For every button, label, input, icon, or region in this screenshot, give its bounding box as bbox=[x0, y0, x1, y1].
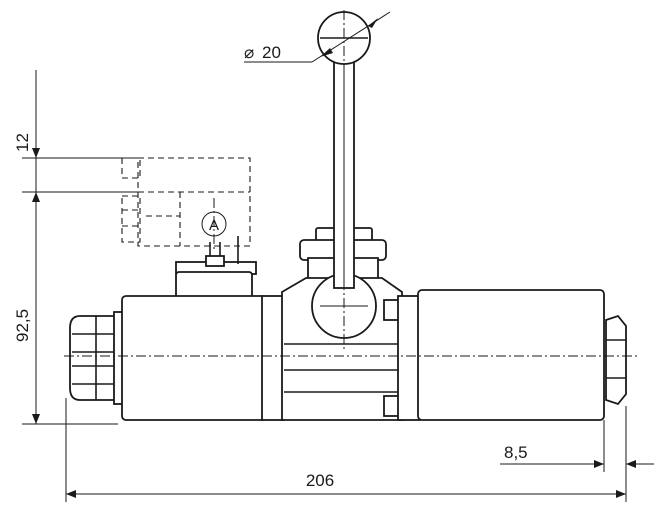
height-value: 92,5 bbox=[13, 309, 32, 342]
nut-width-value: 8,5 bbox=[504, 443, 528, 462]
left-knurled-knob bbox=[69, 311, 125, 405]
overall-length-value: 206 bbox=[306, 471, 334, 490]
left-solenoid-coil bbox=[121, 295, 285, 421]
center-lines bbox=[64, 10, 640, 357]
dimension-ball-diameter: ⌀ 20 bbox=[244, 11, 391, 63]
right-solenoid-coil bbox=[417, 289, 605, 421]
diameter-symbol: ⌀ bbox=[244, 43, 254, 62]
dimension-vertical: 12 92,5 bbox=[13, 70, 138, 425]
dimension-nut-width: 8,5 bbox=[500, 406, 654, 472]
connector-plug-outline bbox=[121, 157, 251, 247]
connector-offset-value: 12 bbox=[13, 133, 32, 152]
right-hex-nut bbox=[605, 314, 627, 406]
ball-diameter-value: 20 bbox=[262, 43, 281, 62]
dimension-overall-length: 206 bbox=[65, 398, 627, 502]
